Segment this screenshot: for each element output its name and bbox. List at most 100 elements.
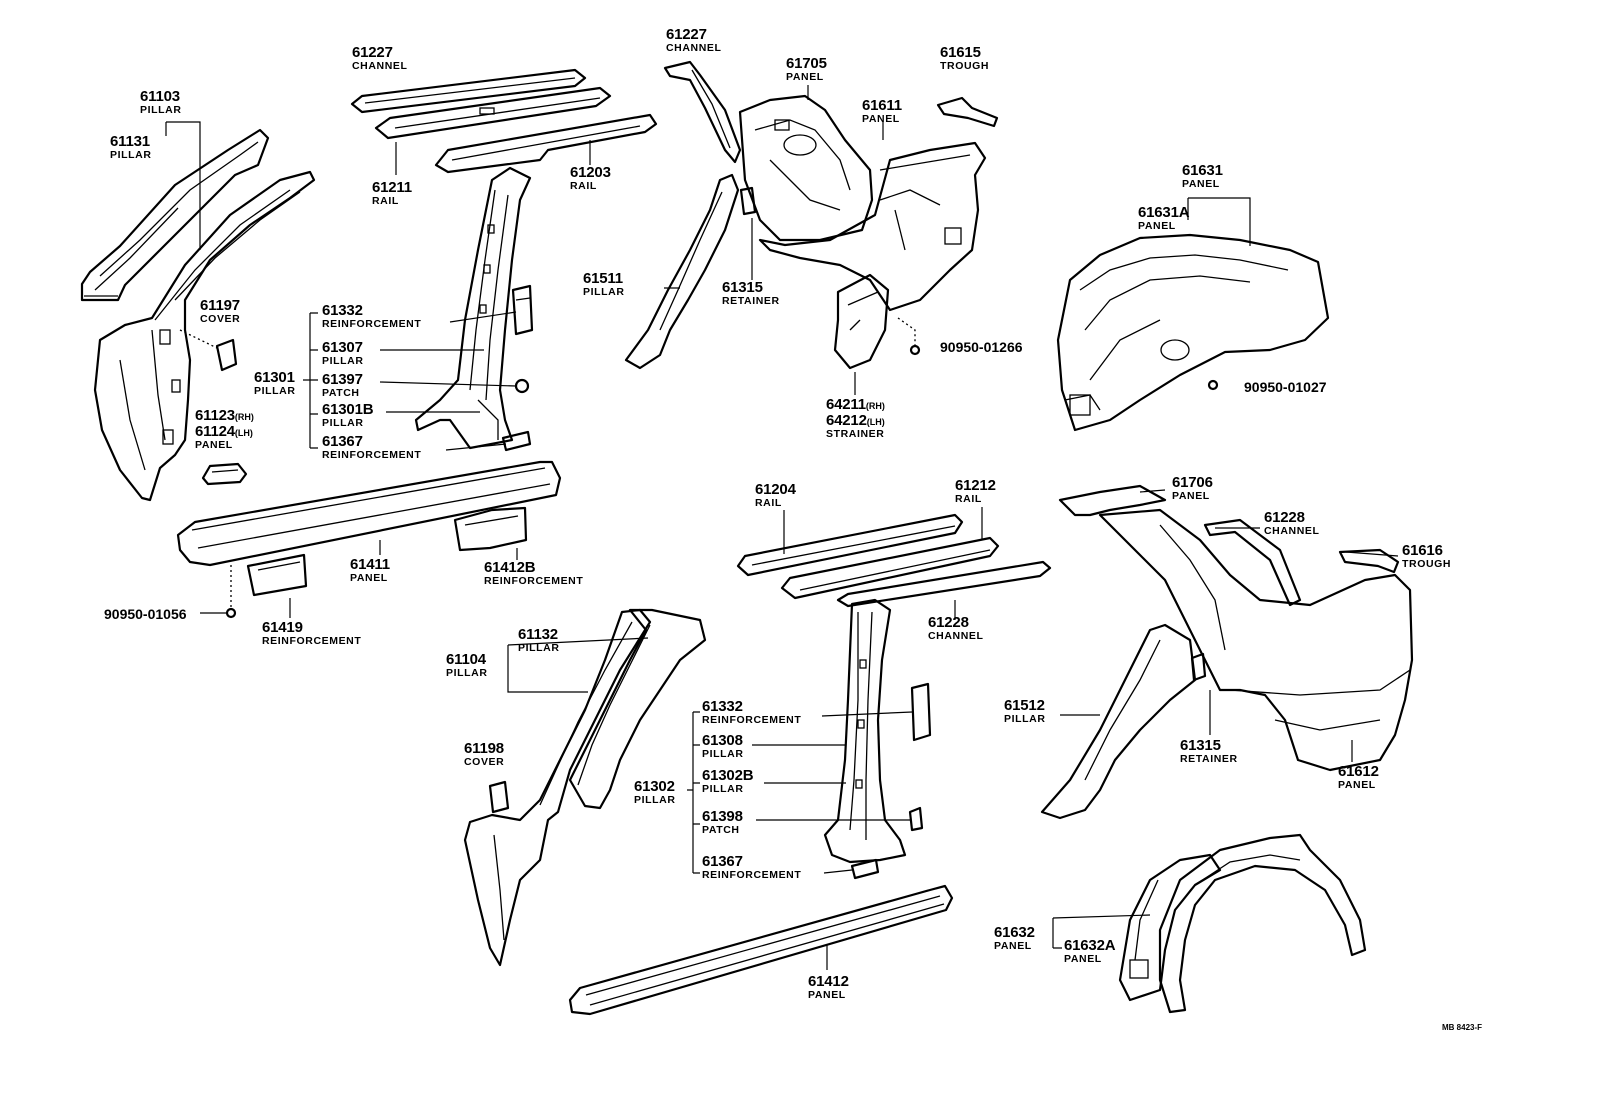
panel-61124-shape: [201, 462, 248, 486]
rail-61212-shape: [780, 536, 1000, 600]
channel-61227b-shape: [663, 60, 742, 164]
part-name: PILLAR: [518, 642, 560, 654]
part-number: 64211: [826, 396, 866, 413]
part-suffix: (RH): [234, 412, 254, 422]
part-number: 61315: [1180, 737, 1221, 754]
trough-61615-shape: [936, 96, 999, 128]
part-number: 61611: [862, 97, 902, 114]
part-name: REINFORCEMENT: [484, 575, 584, 587]
part-number: 61631A: [1138, 204, 1190, 221]
label-61124: 61124(LH) PANEL: [195, 424, 253, 451]
label-61512: 61512 PILLAR: [1004, 698, 1046, 725]
pillar-61512-shape: [1040, 623, 1197, 820]
label-61616: 61616 TROUGH: [1402, 543, 1451, 570]
label-61123: 61123(RH): [195, 408, 254, 423]
label-61302B: 61302B PILLAR: [702, 768, 754, 795]
label-61307: 61307 PILLAR: [322, 340, 364, 367]
panel-61411-shape: [176, 460, 562, 567]
part-number: 61631: [1182, 162, 1223, 179]
part-name: REINFORCEMENT: [702, 714, 802, 726]
label-61412B: 61412B REINFORCEMENT: [484, 560, 583, 587]
part-name: PILLAR: [634, 794, 676, 806]
label-61227b: 61227 CHANNEL: [666, 27, 722, 54]
retainer-61315a-shape: [739, 186, 757, 216]
part-name: PILLAR: [140, 104, 182, 116]
panel-61412-shape: [568, 884, 954, 1016]
part-name: REINFORCEMENT: [702, 869, 802, 881]
trough-61616-shape: [1338, 548, 1400, 574]
part-number: 61398: [702, 808, 743, 825]
label-61706: 61706 PANEL: [1172, 475, 1213, 502]
label-61132: 61132 PILLAR: [518, 627, 560, 654]
part-name: TROUGH: [940, 60, 990, 72]
part-name: REINFORCEMENT: [322, 318, 422, 330]
label-61612: 61612 PANEL: [1338, 764, 1379, 791]
part-name: PATCH: [322, 387, 360, 399]
part-name: PANEL: [1138, 220, 1176, 232]
part-number: 61212: [955, 477, 996, 494]
part-name: PILLAR: [702, 783, 744, 795]
panel-61632-shape: [1158, 833, 1367, 1014]
part-number: 61203: [570, 164, 611, 181]
channel-61227a-shape: [350, 68, 587, 114]
part-number: 61308: [702, 732, 743, 749]
part-number: 61419: [262, 619, 303, 636]
part-number: 61367: [702, 853, 743, 870]
reinforcement-61412B-shape: [453, 506, 528, 552]
panel-61631-shape: [1056, 233, 1330, 432]
label-61227a: 61227 CHANNEL: [352, 45, 408, 72]
part-number: 61302: [634, 778, 675, 795]
label-61302: 61302 PILLAR: [634, 779, 676, 806]
part-number: 61123: [195, 407, 235, 424]
part-number: 61397: [322, 371, 363, 388]
part-number: 61228: [1264, 509, 1305, 526]
part-number: 61227: [352, 44, 393, 61]
channel-61228b-shape: [1203, 518, 1302, 607]
label-61104: 61104 PILLAR: [446, 652, 488, 679]
channel-61228a-shape: [836, 560, 1052, 608]
fastener-code-2: 90950-01027: [1244, 379, 1327, 395]
panel-61705-shape: [738, 94, 874, 242]
cover-61198-shape: [488, 780, 510, 814]
rail-61211-shape: [374, 86, 612, 140]
part-name: PILLAR: [702, 748, 744, 760]
part-name: PANEL: [994, 940, 1032, 952]
pillar-61511-shape: [624, 173, 740, 370]
rail-61204-shape: [736, 513, 964, 577]
part-number: 61512: [1004, 697, 1045, 714]
part-name: PILLAR: [446, 667, 488, 679]
part-name: PILLAR: [254, 385, 296, 397]
label-61197: 61197 COVER: [200, 298, 240, 325]
part-name: PANEL: [1172, 490, 1210, 502]
drawing-reference: MB 8423-F: [1442, 1023, 1483, 1032]
part-number: 61301: [254, 369, 295, 386]
label-61198: 61198 COVER: [464, 741, 504, 768]
part-name: PILLAR: [583, 286, 625, 298]
b-pillar-61302-shape: [823, 598, 907, 864]
label-64211: 64211(RH): [826, 397, 885, 412]
fastener-code-3: 90950-01056: [104, 606, 187, 622]
label-61367a: 61367 REINFORCEMENT: [322, 434, 421, 461]
fastener-90950-01266-shape: [897, 317, 921, 356]
label-61211: 61211 RAIL: [372, 180, 412, 207]
part-number: 61307: [322, 339, 363, 356]
front-pillar-outer-shape: [80, 128, 270, 302]
label-61301B: 61301B PILLAR: [322, 402, 374, 429]
part-number: 61411: [350, 556, 390, 573]
label-61615: 61615 TROUGH: [940, 45, 989, 72]
part-name: STRAINER: [826, 428, 885, 440]
label-61412: 61412 PANEL: [808, 974, 849, 1001]
label-61203: 61203 RAIL: [570, 165, 611, 192]
patch-61398-shape: [908, 806, 924, 832]
part-name: CHANNEL: [1264, 525, 1320, 537]
panel-61632A-shape: [1118, 853, 1222, 1002]
label-61411: 61411 PANEL: [350, 557, 390, 584]
label-64212: 64212(LH) STRAINER: [826, 413, 885, 440]
label-61103: 61103 PILLAR: [140, 89, 182, 116]
part-name: COVER: [464, 756, 505, 768]
fastener-code-1: 90950-01266: [940, 339, 1023, 355]
part-name: PILLAR: [322, 355, 364, 367]
part-name: PANEL: [1338, 779, 1376, 791]
